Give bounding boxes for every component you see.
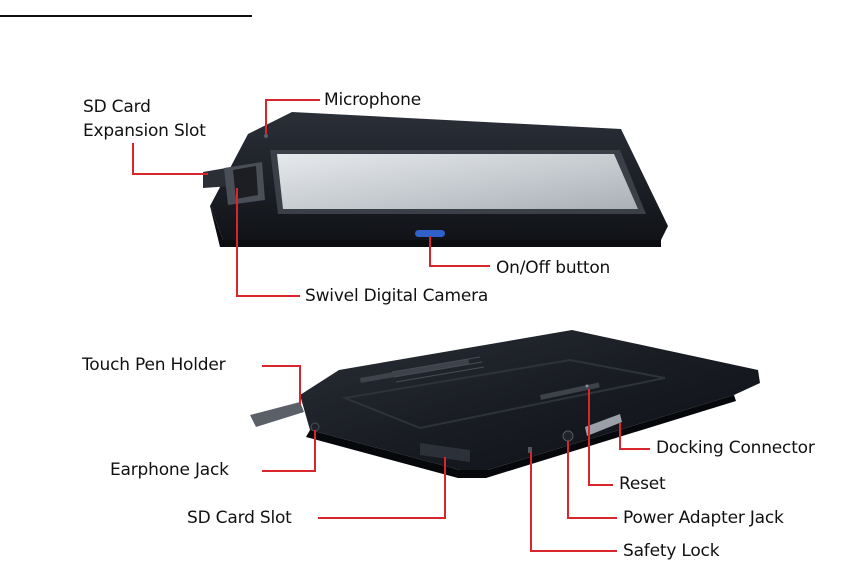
- label-on-off-button: On/Off button: [496, 258, 610, 279]
- screen: [277, 154, 638, 209]
- label-safety-lock: Safety Lock: [623, 541, 719, 562]
- label-sd-card-expansion-slot-line1: SD Card: [83, 97, 151, 118]
- label-swivel-digital-camera: Swivel Digital Camera: [305, 286, 488, 307]
- device-front-view: [203, 112, 668, 247]
- power-button-shape: [415, 230, 445, 237]
- leader-safety-lock: [531, 452, 617, 551]
- label-reset: Reset: [619, 474, 666, 495]
- reset-hole: [586, 385, 589, 388]
- leader-sd-card-expansion-slot: [133, 143, 208, 174]
- label-docking-connector: Docking Connector: [656, 438, 815, 459]
- label-sd-card-expansion-slot-line2: Expansion Slot: [83, 121, 206, 142]
- touch-pen-shape: [250, 402, 304, 427]
- label-microphone: Microphone: [324, 90, 421, 111]
- power-jack-shape: [563, 431, 573, 441]
- label-sd-card-slot: SD Card Slot: [187, 508, 292, 529]
- leader-power-adapter-jack: [568, 441, 617, 518]
- earphone-jack-shape: [311, 423, 319, 431]
- label-earphone-jack: Earphone Jack: [110, 460, 229, 481]
- leader-touch-pen-holder: [262, 366, 300, 405]
- label-power-adapter-jack: Power Adapter Jack: [623, 508, 784, 529]
- microphone-hole: [264, 134, 268, 138]
- label-touch-pen-holder: Touch Pen Holder: [82, 355, 225, 376]
